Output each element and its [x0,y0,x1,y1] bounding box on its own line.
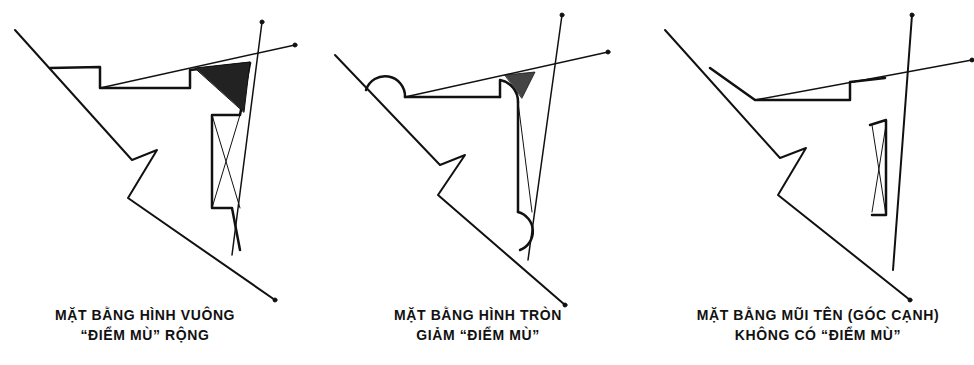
arrow-plan-sketch [665,13,974,302]
plan-caption: MẶT BẰNG HÌNH VUÔNG “ĐIỂM MÙ” RỘNG [34,305,256,345]
plan-caption: MẶT BẰNG HÌNH TRÒN GIẢM “ĐIỂM MÙ” [376,305,581,345]
plan-caption: MẶT BẰNG MŨI TÊN (GÓC CẠNH) KHÔNG CÓ “ĐI… [668,305,968,345]
round-plan-sketch [335,13,610,307]
square-plan-sketch [15,20,297,302]
